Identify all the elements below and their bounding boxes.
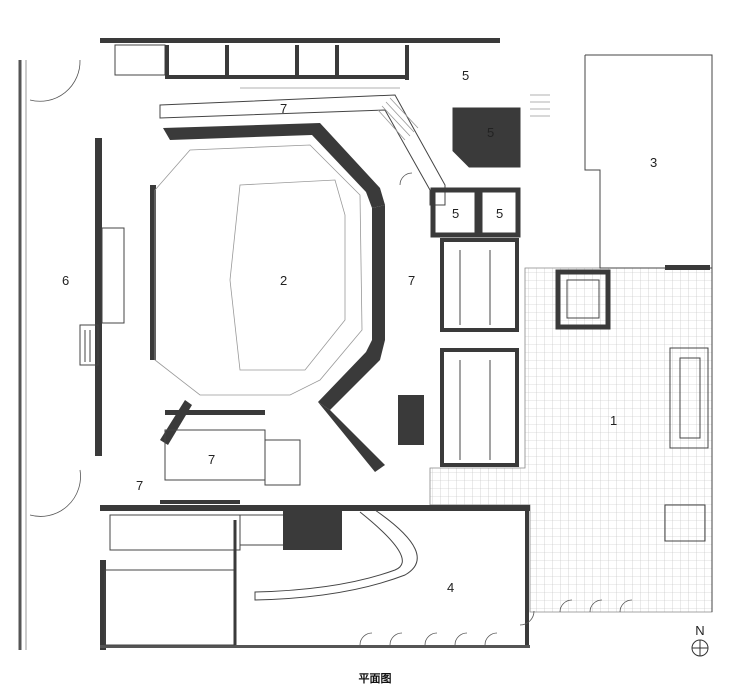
room-label-5b: 5 (487, 125, 494, 140)
room-label-2: 2 (280, 273, 287, 288)
floor-plan: N 1 2 3 4 5 5 5 5 6 7 7 7 7 (18, 38, 713, 657)
seating-outline (154, 144, 363, 396)
room-label-5a: 5 (462, 68, 469, 83)
plan-caption: 平面图 (358, 672, 392, 685)
room-label-4: 4 (447, 580, 454, 595)
room-label-1: 1 (610, 413, 617, 428)
room-3-outline (584, 54, 713, 269)
outer-walls (95, 38, 530, 650)
room-label-7b: 7 (408, 273, 415, 288)
stairs (377, 94, 550, 141)
diagonal-wall (159, 94, 446, 206)
service-blocks (430, 107, 611, 330)
theatre-walls (150, 123, 385, 472)
room-label-7d: 7 (136, 478, 143, 493)
north-arrow: N (691, 623, 709, 657)
toilets (398, 238, 519, 467)
room-6-elements (79, 227, 125, 366)
lower-rooms (109, 410, 342, 551)
room-label-5c: 5 (452, 206, 459, 221)
service-rooms-top (114, 44, 409, 89)
ramp (104, 509, 418, 646)
north-label: N (695, 623, 704, 638)
room-label-5d: 5 (496, 206, 503, 221)
room-label-6: 6 (62, 273, 69, 288)
doors (29, 59, 633, 646)
room-label-7a: 7 (280, 101, 287, 116)
room-label-3: 3 (650, 155, 657, 170)
room-label-7c: 7 (208, 452, 215, 467)
courtyard-features (664, 265, 713, 612)
